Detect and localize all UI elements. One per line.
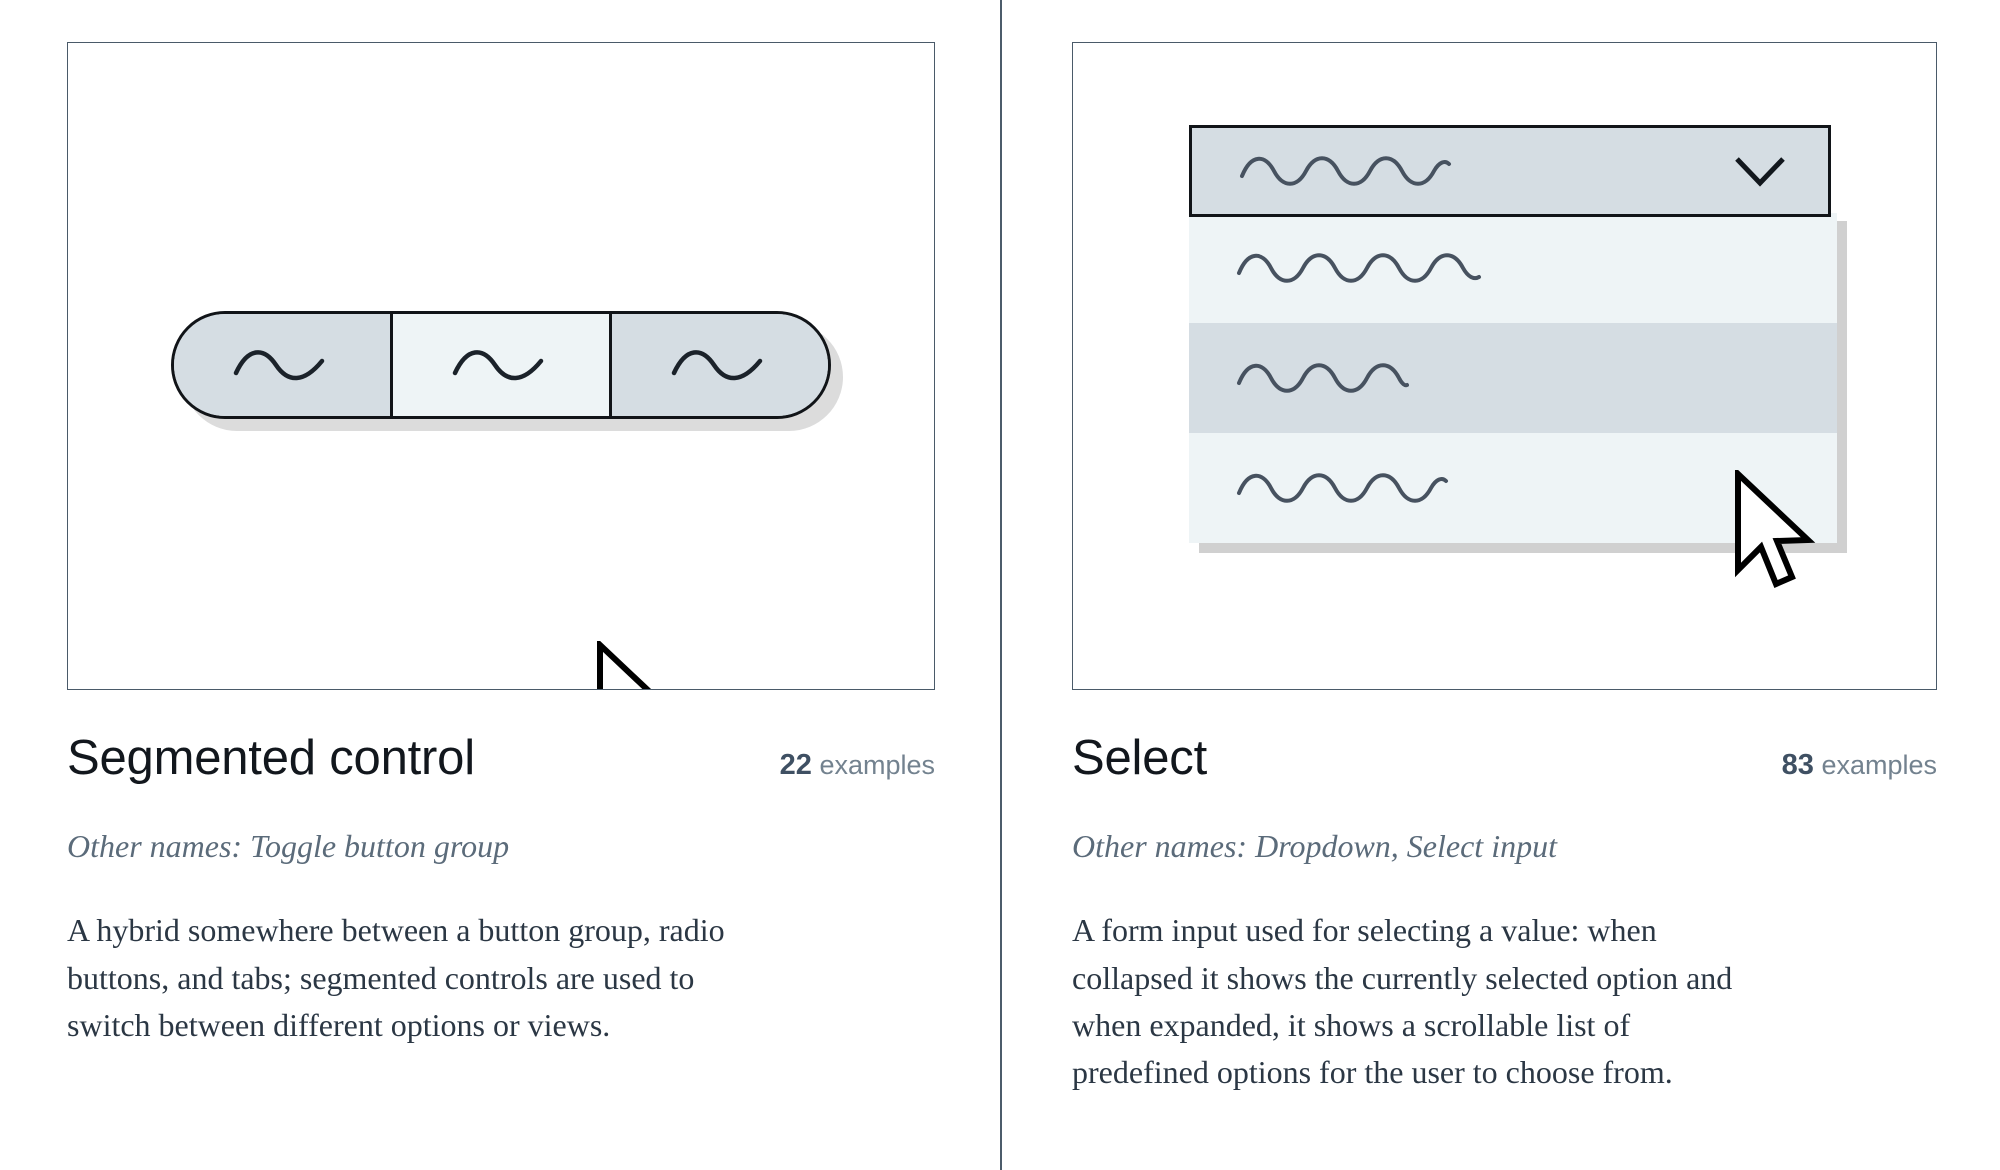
examples-word: examples bbox=[1821, 750, 1937, 780]
examples-count-label: 83 examples bbox=[1782, 749, 1937, 782]
segmented-control-illustration-frame bbox=[67, 42, 935, 690]
select-option-2[interactable] bbox=[1189, 323, 1837, 433]
select-widget[interactable] bbox=[1189, 125, 1849, 588]
component-card-select: Select 83 examples Other names: Dropdown… bbox=[1000, 0, 2000, 1170]
segment-option-1[interactable] bbox=[174, 314, 390, 416]
squiggle-icon bbox=[452, 350, 544, 381]
squiggle-icon bbox=[671, 350, 763, 381]
other-names-text: Other names: Dropdown, Select input bbox=[1072, 828, 1557, 864]
segmented-control-track bbox=[171, 311, 831, 419]
segmented-control-meta-row: Segmented control 22 examples bbox=[67, 734, 935, 783]
select-meta-row: Select 83 examples bbox=[1072, 734, 1937, 783]
page-title: Segmented control bbox=[67, 731, 475, 785]
description-text: A form input used for selecting a value:… bbox=[1072, 912, 1733, 1091]
component-card-segmented-control: Segmented control 22 examples Other name… bbox=[67, 42, 935, 1044]
squiggle-icon bbox=[1237, 253, 1481, 283]
examples-count-label: 22 examples bbox=[780, 749, 935, 782]
other-names-text: Other names: Toggle button group bbox=[67, 828, 510, 864]
chevron-down-icon[interactable] bbox=[1732, 153, 1788, 189]
squiggle-icon bbox=[233, 350, 325, 381]
select-dropdown-list[interactable] bbox=[1189, 213, 1837, 543]
select-illustration-frame bbox=[1072, 42, 1937, 690]
mouse-cursor-icon bbox=[597, 641, 652, 689]
select-field[interactable] bbox=[1189, 125, 1831, 217]
examples-count-number: 22 bbox=[779, 749, 812, 781]
segment-option-2[interactable] bbox=[390, 314, 609, 416]
segment-option-3[interactable] bbox=[609, 314, 828, 416]
squiggle-icon bbox=[1237, 473, 1448, 503]
segmented-control-widget[interactable] bbox=[171, 311, 843, 689]
page-title: Select bbox=[1072, 731, 1207, 785]
examples-word: examples bbox=[819, 750, 935, 780]
examples-count-number: 83 bbox=[1781, 749, 1814, 781]
select-option-3[interactable] bbox=[1189, 433, 1837, 543]
description-text: A hybrid somewhere between a button grou… bbox=[67, 912, 725, 1044]
squiggle-icon bbox=[1237, 363, 1409, 393]
squiggle-icon bbox=[1240, 156, 1451, 186]
select-option-1[interactable] bbox=[1189, 213, 1837, 323]
